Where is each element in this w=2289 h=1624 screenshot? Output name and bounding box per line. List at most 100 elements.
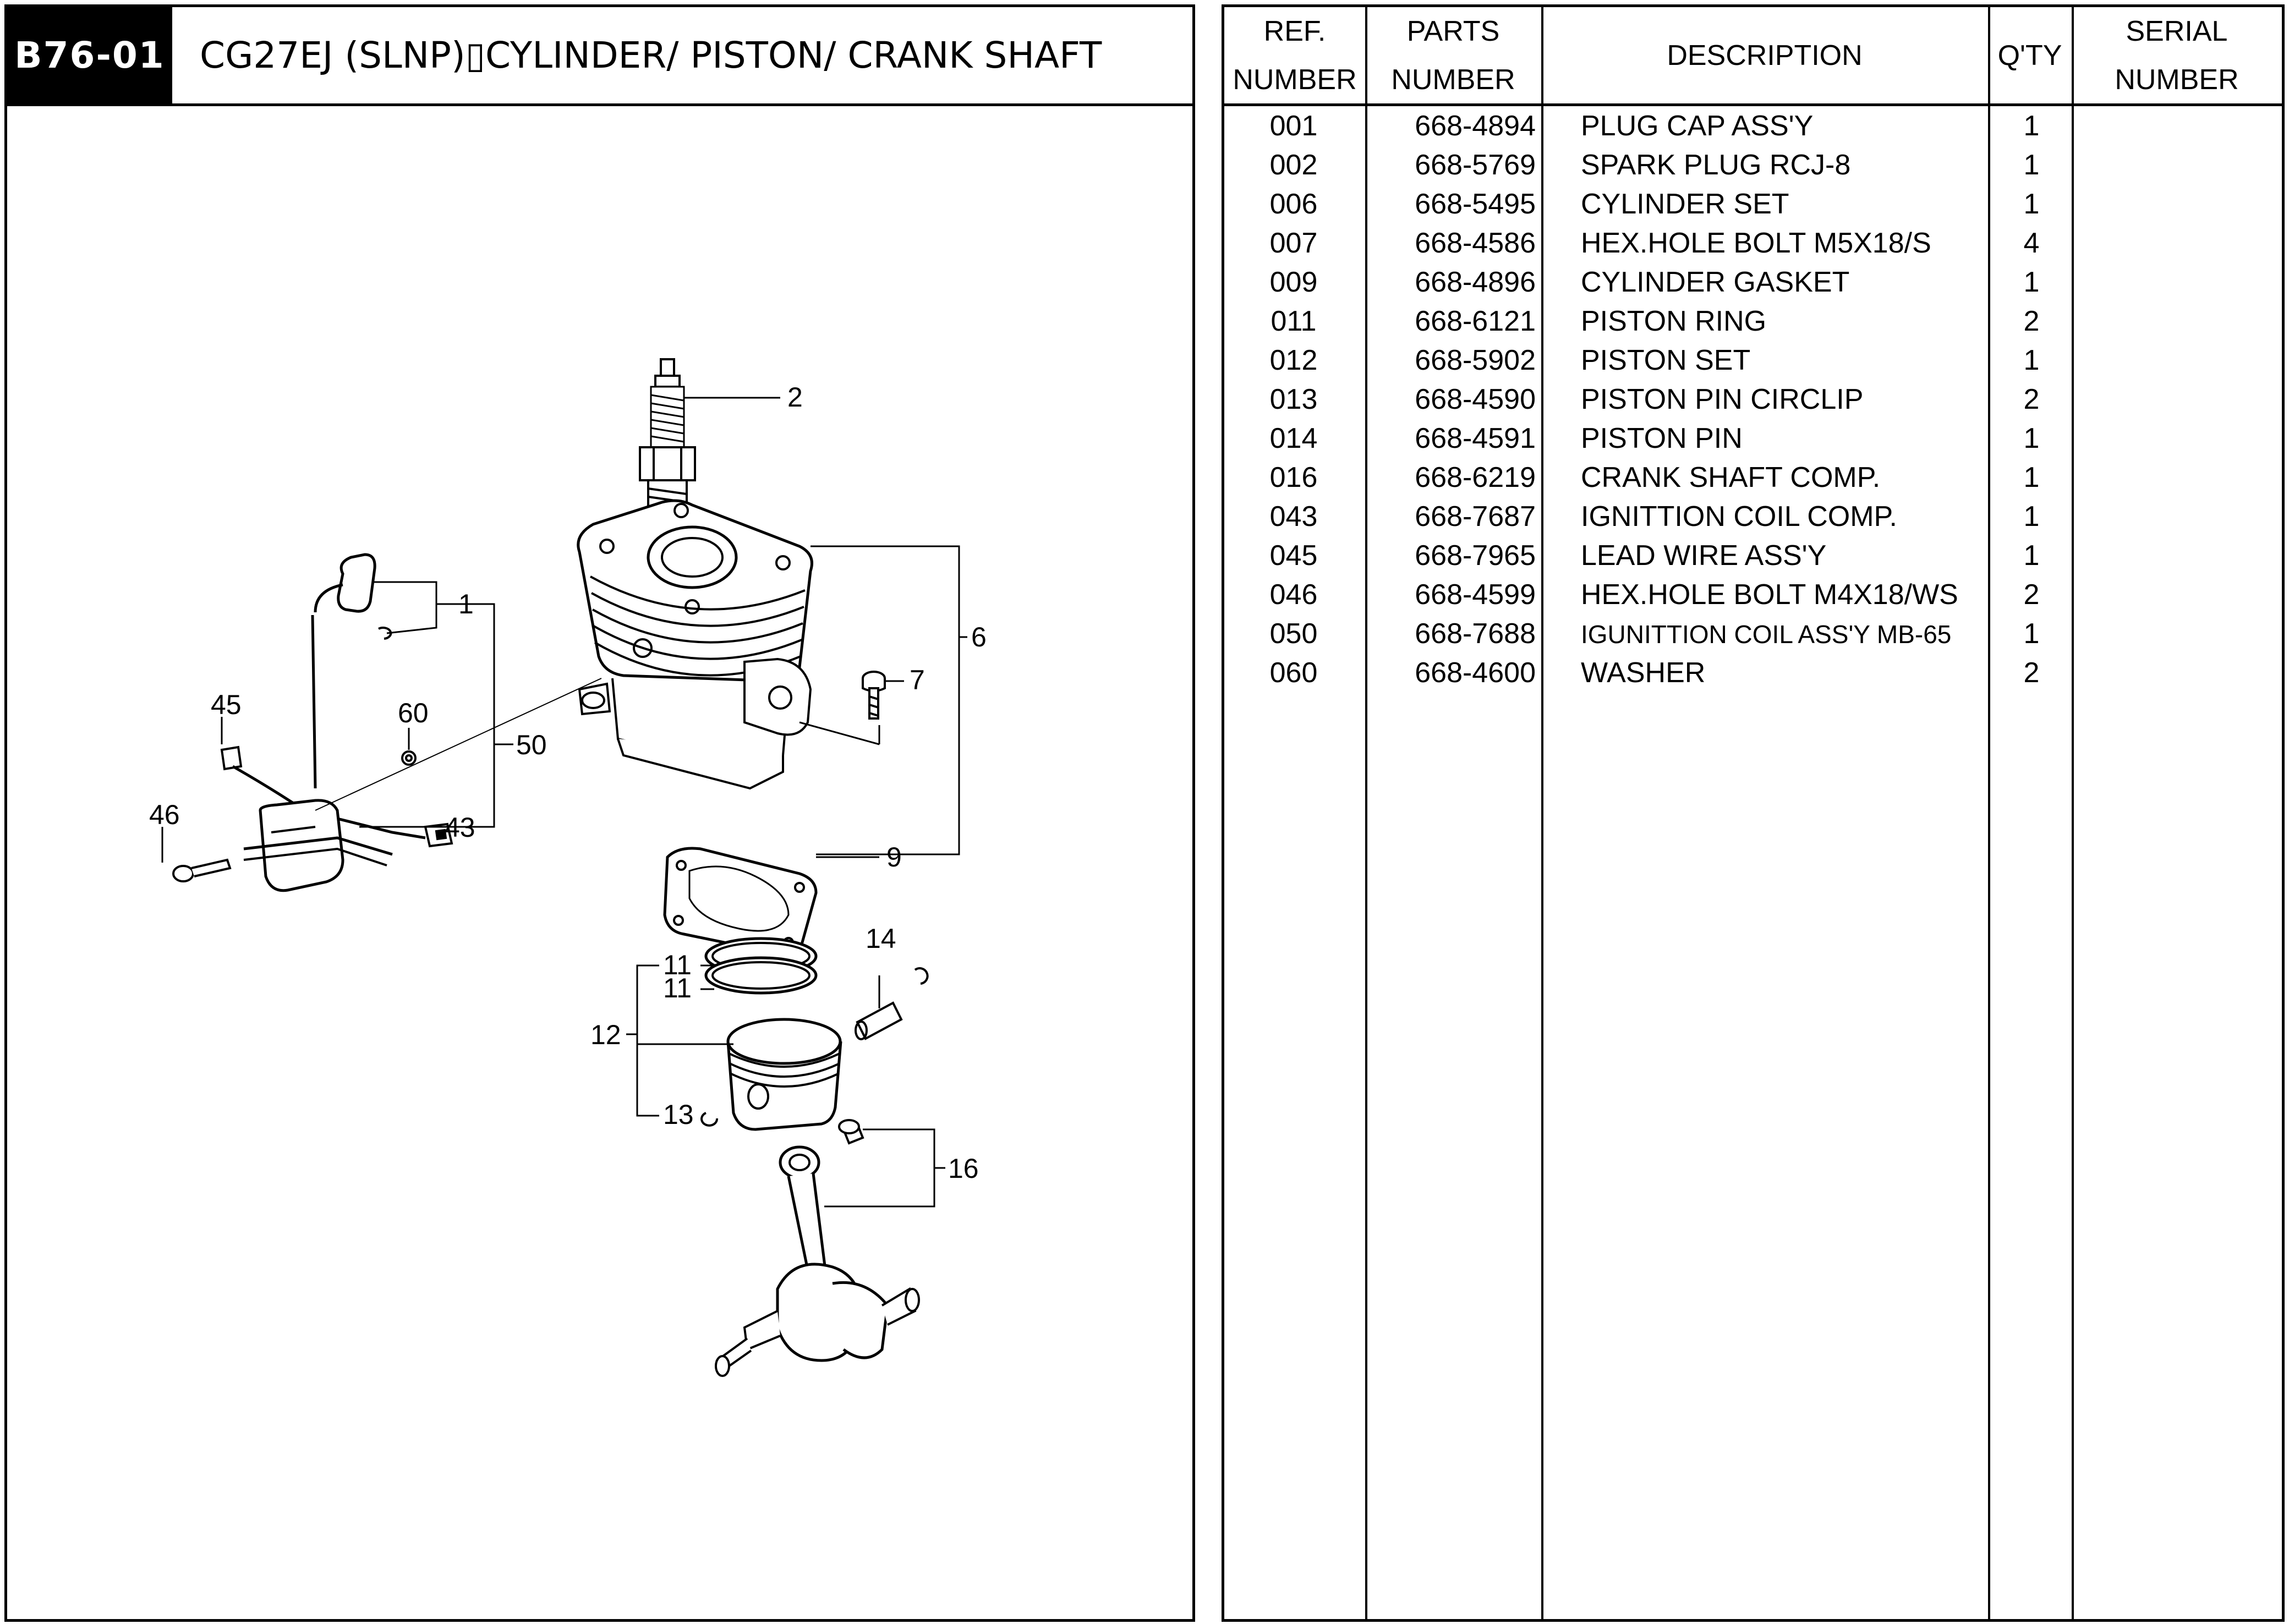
description-cell: PLUG CAP ASS'Y (1581, 110, 1814, 142)
qty-cell: 1 (2023, 462, 2040, 493)
parts-number-cell: 668-5495 (1415, 188, 1536, 220)
qty-cell: 4 (2023, 227, 2040, 259)
crank-shaft-part (715, 1119, 920, 1377)
ref-cell: 011 (1271, 305, 1317, 337)
description-cell: WASHER (1581, 657, 1706, 689)
qty-cell: 1 (2023, 110, 2040, 142)
table-row: 006 668-5495 CYLINDER SET 1 (1224, 184, 2282, 223)
parts-number-cell: 668-6121 (1415, 305, 1536, 337)
piston-rings-part (704, 937, 818, 995)
callout-46: 46 (149, 799, 180, 830)
description-cell: SPARK PLUG RCJ-8 (1581, 149, 1851, 181)
column-header-qty: Q'TY (1997, 39, 2062, 72)
page-header: B76-01 CG27EJ (SLNP)▯CYLINDER/ PISTON/ C… (7, 7, 1192, 106)
ref-cell: 002 (1269, 149, 1318, 181)
parts-number-cell: 668-4599 (1415, 579, 1536, 611)
ref-cell: 007 (1269, 227, 1318, 259)
table-header: REF. NUMBER PARTS NUMBER DESCRIPTION Q'T… (1224, 7, 2282, 106)
callout-43: 43 (445, 812, 475, 843)
parts-number-cell: 668-4894 (1415, 110, 1536, 142)
parts-list-table: REF. NUMBER PARTS NUMBER DESCRIPTION Q'T… (1222, 4, 2285, 1622)
spark-plug-part (639, 358, 696, 523)
ref-cell: 043 (1269, 501, 1318, 533)
callout-labels: 2 6 7 9 1 50 43 45 60 46 11 11 12 13 14 … (149, 382, 987, 1184)
qty-cell: 1 (2023, 540, 2040, 572)
callout-7: 7 (910, 665, 925, 695)
description-cell: PISTON RING (1581, 305, 1767, 337)
ref-cell: 012 (1269, 344, 1318, 376)
table-row: 002 668-5769 SPARK PLUG RCJ-8 1 (1224, 145, 2282, 184)
cylinder-gasket-part (663, 847, 818, 956)
table-row: 046 668-4599 HEX.HOLE BOLT M4X18/WS 2 (1224, 575, 2282, 614)
parts-number-cell: 668-4896 (1415, 266, 1536, 298)
parts-number-cell: 668-5769 (1415, 149, 1536, 181)
ref-cell: 001 (1269, 110, 1318, 142)
description-cell: CYLINDER SET (1581, 188, 1789, 220)
description-cell: LEAD WIRE ASS'Y (1581, 540, 1827, 572)
parts-number-cell: 668-4591 (1415, 423, 1536, 454)
description-cell: HEX.HOLE BOLT M5X18/S (1581, 227, 1931, 259)
diagram-panel: B76-01 CG27EJ (SLNP)▯CYLINDER/ PISTON/ C… (4, 4, 1195, 1622)
ref-cell: 006 (1269, 188, 1318, 220)
ref-cell: 013 (1269, 383, 1318, 415)
table-row: 009 668-4896 CYLINDER GASKET 1 (1224, 262, 2282, 301)
parts-number-cell: 668-5902 (1415, 344, 1536, 376)
table-row: 043 668-7687 IGNITTION COIL COMP. 1 (1224, 497, 2282, 536)
hex-bolt-part (862, 671, 886, 720)
ref-cell: 045 (1269, 540, 1318, 572)
description-cell: CYLINDER GASKET (1581, 266, 1850, 298)
parts-number-cell: 668-7688 (1415, 618, 1536, 650)
qty-cell: 1 (2023, 266, 2040, 298)
table-row: 011 668-6121 PISTON RING 2 (1224, 301, 2282, 341)
callout-2: 2 (787, 382, 803, 413)
ref-cell: 009 (1269, 266, 1318, 298)
table-row: 001 668-4894 PLUG CAP ASS'Y 1 (1224, 106, 2282, 145)
piston-part (726, 1018, 842, 1131)
callout-14: 14 (866, 923, 896, 954)
parts-number-cell: 668-7687 (1415, 501, 1536, 533)
ref-cell: 046 (1269, 579, 1318, 611)
table-row: 013 668-4590 PISTON PIN CIRCLIP 2 (1224, 380, 2282, 419)
parts-number-cell: 668-7965 (1415, 540, 1536, 572)
page-code-badge: B76-01 (7, 7, 172, 103)
ref-cell: 050 (1269, 618, 1318, 650)
column-header-description: DESCRIPTION (1667, 39, 1863, 72)
description-cell: PISTON PIN CIRCLIP (1581, 383, 1864, 415)
callout-60: 60 (398, 698, 429, 728)
description-cell: IGUNITTION COIL ASS'Y MB-65 (1581, 620, 1952, 649)
callout-9: 9 (886, 842, 902, 873)
callout-leader-lines (161, 397, 967, 1208)
ref-cell: 060 (1269, 657, 1318, 689)
ref-cell: 016 (1269, 462, 1318, 493)
column-header-parts-number: PARTS NUMBER (1391, 15, 1515, 96)
callout-11-lower: 11 (663, 973, 692, 1003)
callout-6: 6 (971, 622, 987, 652)
description-cell: IGNITTION COIL COMP. (1581, 501, 1897, 533)
description-cell: PISTON PIN (1581, 423, 1743, 454)
parts-number-cell: 668-6219 (1415, 462, 1536, 493)
qty-cell: 2 (2023, 383, 2040, 415)
assembly-guide-line (315, 678, 602, 811)
qty-cell: 1 (2023, 618, 2040, 650)
ignition-coil-part (172, 553, 453, 892)
column-header-serial: SERIAL NUMBER (2115, 15, 2239, 96)
description-cell: HEX.HOLE BOLT M4X18/WS (1581, 579, 1958, 611)
parts-number-cell: 668-4600 (1415, 657, 1536, 689)
qty-cell: 1 (2023, 501, 2040, 533)
callout-11-upper: 11 (663, 950, 692, 980)
callout-13: 13 (663, 1099, 694, 1130)
callout-50: 50 (516, 729, 547, 760)
parts-number-cell: 668-4590 (1415, 383, 1536, 415)
qty-cell: 1 (2023, 149, 2040, 181)
qty-cell: 2 (2023, 657, 2040, 689)
description-cell: PISTON SET (1581, 344, 1751, 376)
qty-cell: 2 (2023, 305, 2040, 337)
qty-cell: 2 (2023, 579, 2040, 611)
qty-cell: 1 (2023, 188, 2040, 220)
piston-pin-part (855, 967, 929, 1040)
callout-45: 45 (211, 689, 242, 720)
column-header-ref: REF. NUMBER (1233, 15, 1357, 96)
